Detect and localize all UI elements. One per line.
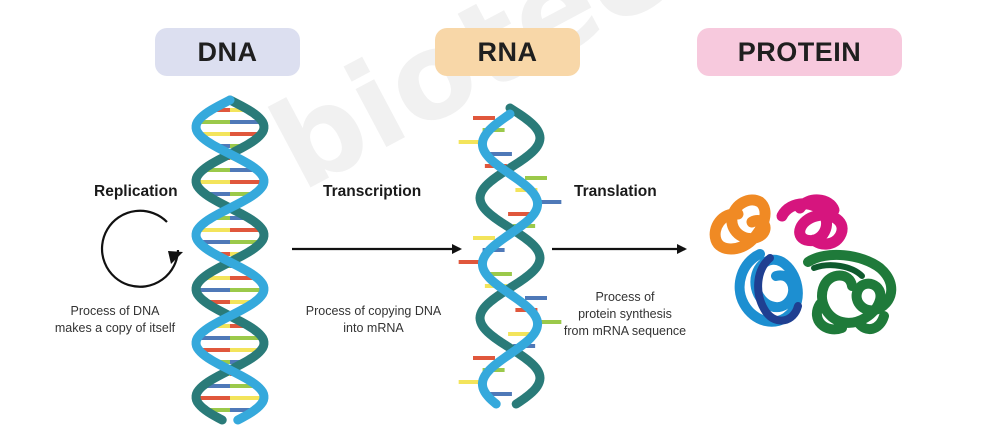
- replication-label: Replication: [94, 183, 178, 200]
- translation-label: Translation: [574, 183, 657, 200]
- dna-helix: [191, 95, 269, 425]
- transcription-label: Transcription: [323, 183, 422, 200]
- rna-heading: RNA: [435, 28, 580, 76]
- replication-description: Process of DNA makes a copy of itself: [30, 303, 200, 337]
- protein-folded-structure-icon: [709, 194, 897, 335]
- transcription-description-line: Process of copying DNA: [305, 304, 442, 318]
- translation-description-line: Process of: [595, 290, 655, 304]
- translation-description-line: protein synthesis: [578, 307, 672, 321]
- rna-strand: [458, 103, 562, 409]
- transcription-description-line: into mRNA: [343, 321, 404, 335]
- replication-cycle-arrow-icon: [100, 209, 183, 288]
- rna-backbone-light: [477, 109, 543, 409]
- dna-heading: DNA: [155, 28, 300, 76]
- translation-description-line: from mRNA sequence: [563, 324, 687, 338]
- translation-description: Process of protein synthesis from mRNA s…: [545, 289, 705, 340]
- dna-strand-light: [191, 95, 269, 425]
- replication-description-line: makes a copy of itself: [54, 321, 176, 335]
- rna-backbone-dark: [475, 103, 545, 409]
- replication-description-line: Process of DNA: [70, 304, 160, 318]
- transcription-description: Process of copying DNA into mRNA: [286, 303, 461, 337]
- protein-heading: PROTEIN: [697, 28, 902, 76]
